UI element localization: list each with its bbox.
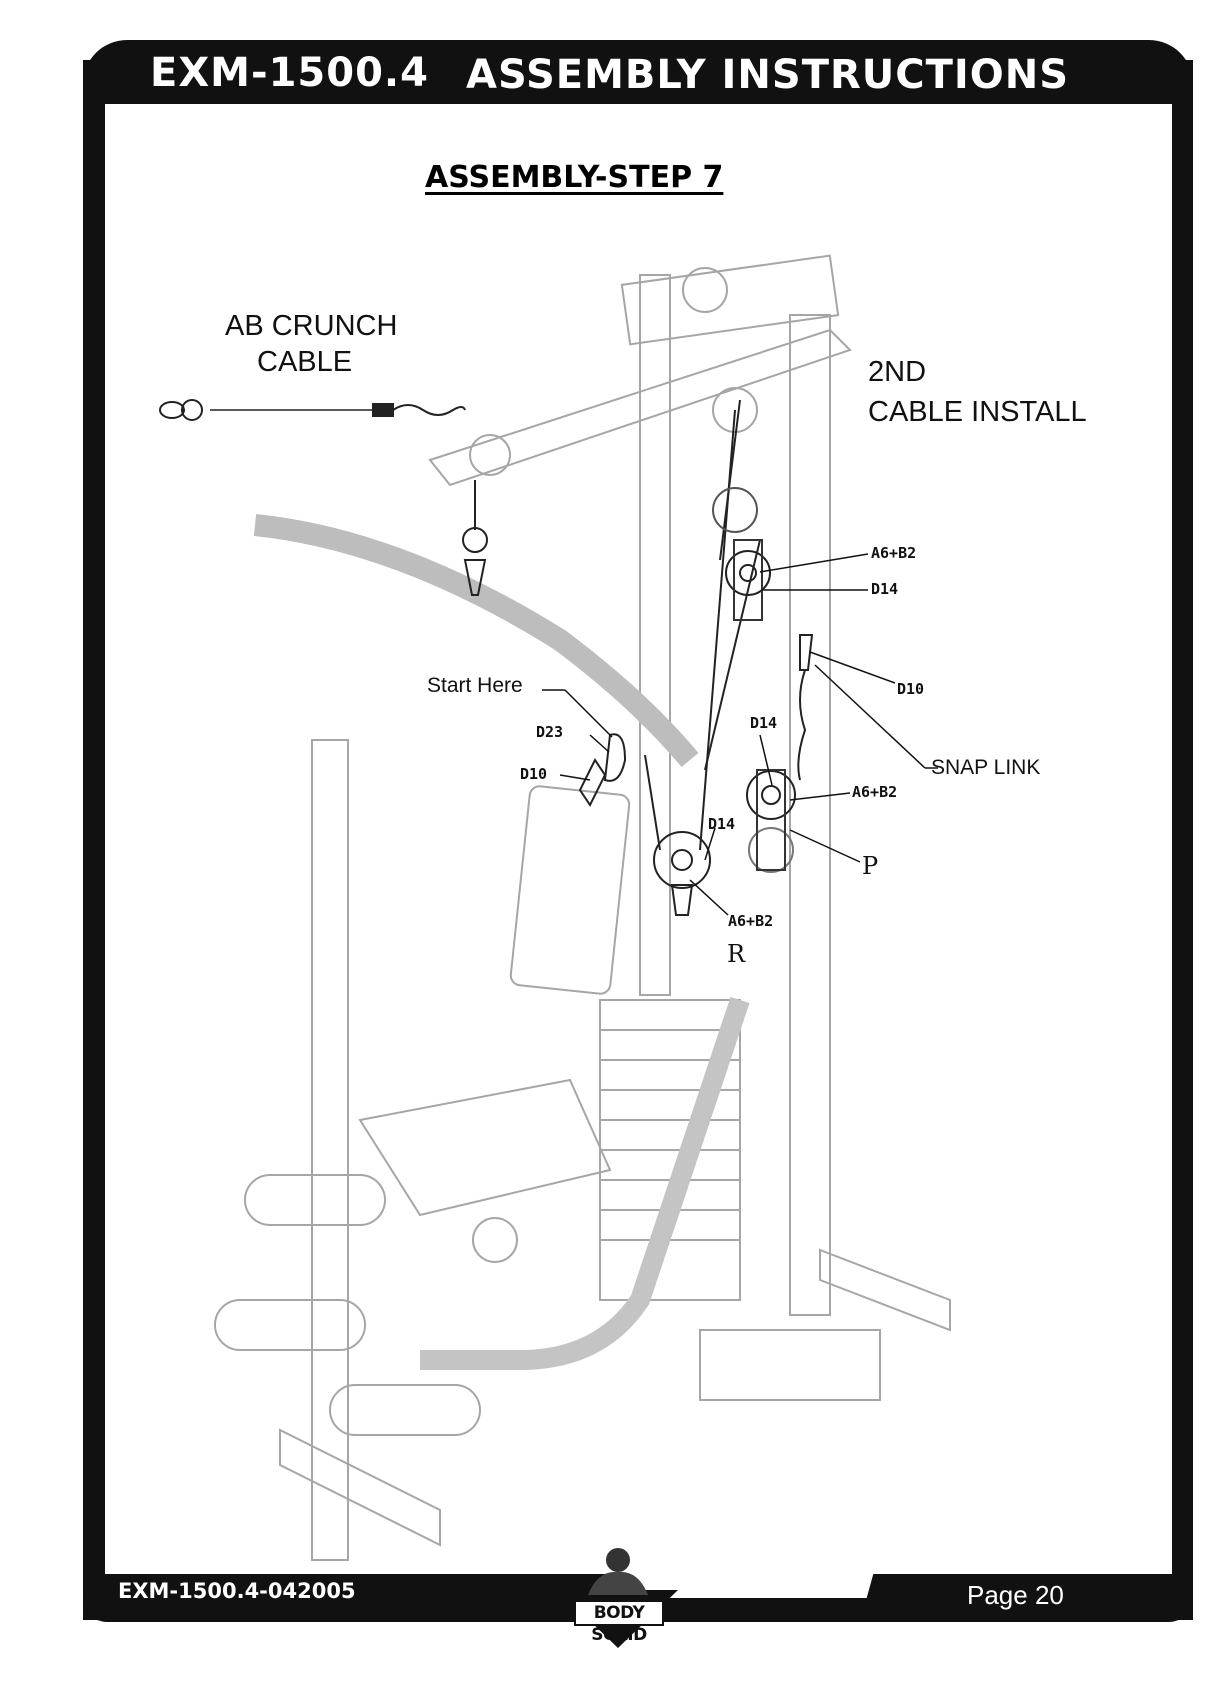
callout-d14-low: D14: [708, 815, 736, 833]
ab-crunch-label-line2: CABLE: [257, 346, 353, 378]
anchor-bracket: [603, 733, 627, 782]
callout-d10-right: D10: [897, 680, 925, 698]
callout-d14-mid: D14: [750, 714, 778, 732]
front-post: [311, 739, 349, 1561]
seat-pad: [358, 1078, 612, 1217]
logo-wordmark: BODY SOLID: [574, 1600, 664, 1645]
callout-a6b2-top: A6+B2: [871, 544, 917, 562]
footer-right-tab: [860, 1574, 1193, 1622]
document-title: ASSEMBLY INSTRUCTIONS: [466, 52, 1070, 98]
frame-border-left: [83, 60, 105, 1620]
back-pad: [509, 785, 631, 995]
callout-a6b2-mid: A6+B2: [852, 783, 898, 801]
callout-p: P: [862, 852, 879, 880]
step-title: ASSEMBLY-STEP 7: [425, 160, 724, 195]
base-foot: [699, 1329, 881, 1401]
lat-bar: [253, 514, 699, 768]
frame-border-right: [1172, 60, 1193, 1620]
top-beam: [428, 328, 852, 487]
main-upright-post: [789, 314, 831, 1316]
callout-d10-left: D10: [520, 765, 548, 783]
pulley-top: [725, 550, 771, 596]
press-arm: [420, 996, 750, 1370]
footer-left-tab: [83, 1574, 633, 1622]
pulley-r: [653, 831, 711, 889]
second-cable-install-label: 2ND CABLE INSTALL: [868, 352, 1087, 432]
model-number: EXM-1500.4: [150, 50, 429, 96]
second-cable-label-line2: CABLE INSTALL: [868, 396, 1087, 428]
header-bar: [83, 40, 1193, 104]
snap-link: [799, 634, 814, 671]
snap-link-label: SNAP LINK: [931, 756, 1041, 779]
document-code: EXM-1500.4-042005: [118, 1579, 356, 1603]
ab-crunch-label-line1: AB CRUNCH: [225, 310, 398, 342]
second-cable-label-line1: 2ND: [868, 356, 927, 388]
callout-r: R: [727, 940, 746, 968]
start-here-label: Start Here: [427, 674, 523, 697]
page-number: Page 20: [967, 1580, 1064, 1610]
callout-a6b2-low: A6+B2: [728, 912, 774, 930]
callout-d23: D23: [536, 723, 564, 741]
callout-d14-top: D14: [871, 580, 899, 598]
ab-crunch-cable-label: AB CRUNCH CABLE: [225, 308, 397, 380]
